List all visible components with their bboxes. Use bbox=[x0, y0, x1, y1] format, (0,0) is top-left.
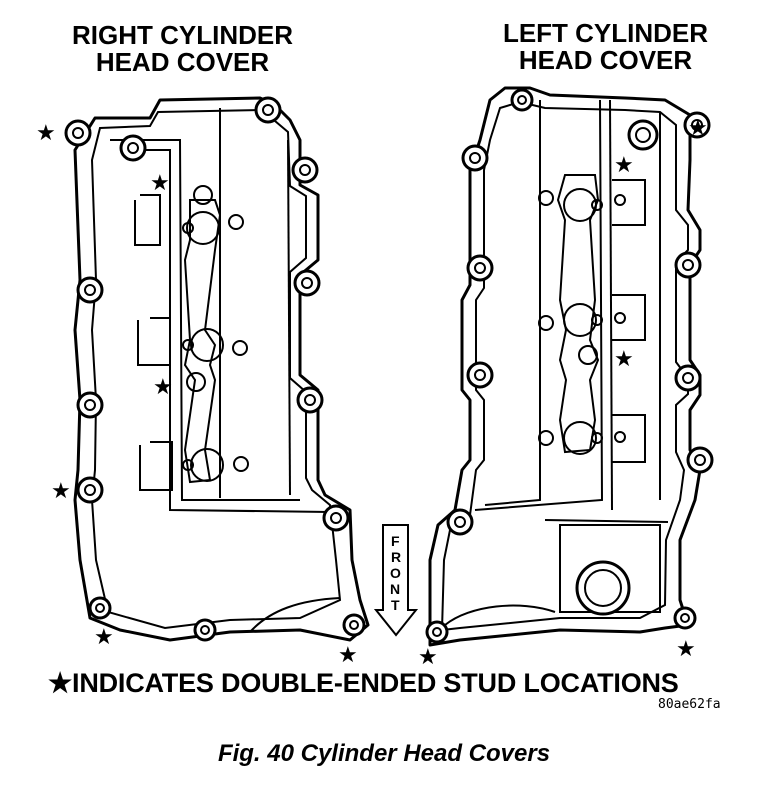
star-icon: ★ bbox=[614, 346, 634, 371]
right-cover-title-line1: RIGHT CYLINDER bbox=[72, 20, 293, 50]
star-icon: ★ bbox=[51, 478, 71, 503]
left-cover-title-line2: HEAD COVER bbox=[518, 45, 693, 76]
legend-text: INDICATES DOUBLE-ENDED STUD LOCATIONS bbox=[72, 668, 679, 698]
right-cover-bolts bbox=[64, 96, 366, 642]
left-head-cover: ★ ★ ★ ★ ★ bbox=[418, 86, 714, 669]
star-icon: ★ bbox=[418, 644, 438, 669]
right-cover-title-line2: HEAD COVER bbox=[95, 47, 270, 78]
front-letter-r: R bbox=[391, 549, 401, 565]
star-icon: ★ bbox=[153, 374, 173, 399]
left-cover-bolts bbox=[425, 88, 714, 644]
star-icon: ★ bbox=[48, 668, 73, 698]
star-icon: ★ bbox=[614, 152, 634, 177]
reference-code: 80ae62fa bbox=[658, 697, 721, 712]
legend: ★INDICATES DOUBLE-ENDED STUD LOCATIONS bbox=[48, 668, 679, 699]
front-letter-t: T bbox=[391, 597, 400, 613]
left-cover-title-line1: LEFT CYLINDER bbox=[502, 18, 709, 48]
front-letter-f: F bbox=[391, 533, 400, 549]
star-icon: ★ bbox=[676, 636, 696, 661]
star-icon: ★ bbox=[94, 624, 114, 649]
left-cover-title: LEFT CYLINDER HEAD COVER bbox=[478, 18, 733, 76]
star-icon: ★ bbox=[36, 120, 56, 145]
star-icon: ★ bbox=[688, 115, 708, 140]
right-cover-title: RIGHT CYLINDER HEAD COVER bbox=[50, 20, 315, 78]
star-icon: ★ bbox=[338, 642, 358, 667]
down-arrow-icon bbox=[373, 524, 419, 637]
front-arrow: F R O N T bbox=[373, 524, 419, 637]
figure-caption: Fig. 40 Cylinder Head Covers bbox=[217, 740, 551, 767]
front-letter-n: N bbox=[390, 581, 400, 597]
star-icon: ★ bbox=[150, 170, 170, 195]
right-head-cover: ★ ★ ★ ★ ★ ★ bbox=[36, 96, 370, 667]
front-letter-o: O bbox=[390, 565, 401, 581]
